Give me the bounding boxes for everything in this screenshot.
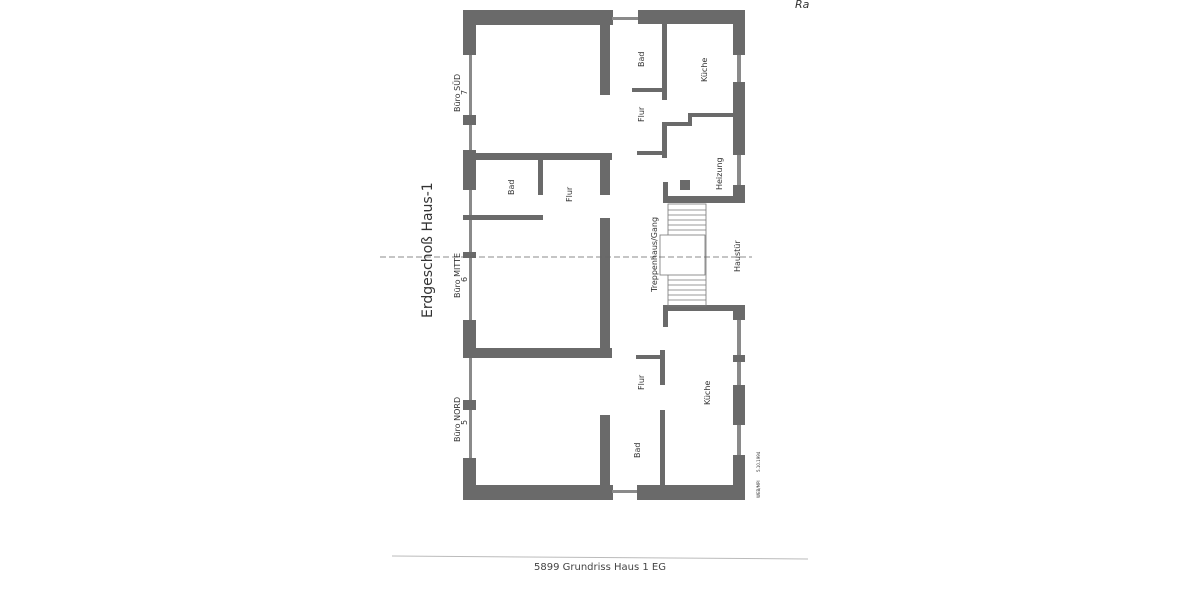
room-label: 5 [460,420,469,425]
room-label: Treppenhaus/Gang [650,217,659,293]
room-label: Bad [637,52,646,67]
stamp-date: 5.10.1994 [756,451,761,472]
room-label: Heizung [715,157,724,190]
walls [463,10,745,500]
room-label: Flur [637,106,646,122]
room-label: Büro MITTE [453,253,462,298]
room-label: Küche [703,381,712,405]
room-label: 6 [460,277,469,282]
corner-mark: Ra [795,0,810,11]
room-label: Haustür [733,240,742,272]
staircase [659,203,707,307]
room-label: Büro NORD [453,397,462,442]
room-label: Küche [700,58,709,82]
page-edge [391,555,809,560]
stamp-author: WEB/MPI [756,480,761,498]
room-label: Bad [507,180,516,195]
room-label: Bad [633,443,642,458]
room-labels: Erdgeschoß Haus-1 Büro SÜD 7 Büro MITTE … [420,52,761,498]
room-label: Flur [565,186,574,202]
plan-title: Erdgeschoß Haus-1 [420,182,436,318]
room-label: 7 [460,90,469,95]
document-caption: 5899 Grundriss Haus 1 EG [534,562,666,573]
room-label: Flur [637,374,646,390]
room-label: Büro SÜD [452,74,462,112]
